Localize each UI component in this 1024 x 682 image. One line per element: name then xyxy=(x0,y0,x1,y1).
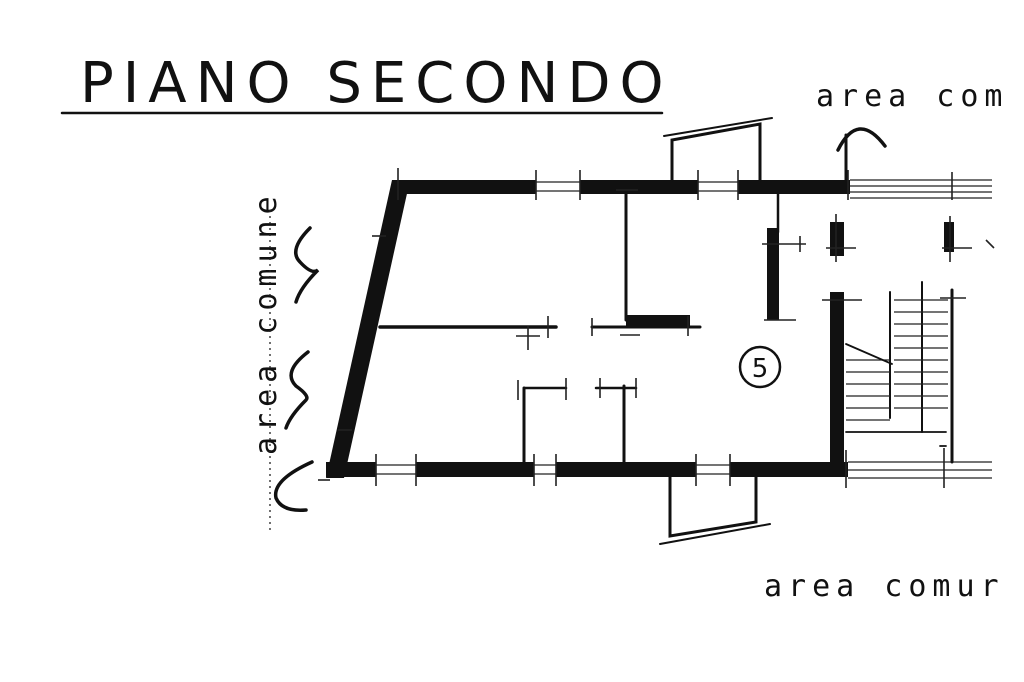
access-arrow-top xyxy=(836,127,887,152)
access-arrow-left-2 xyxy=(284,350,310,430)
access-arrow-left-3 xyxy=(273,460,314,512)
plan-title: PIANO SECONDO xyxy=(80,51,673,116)
wall-bottom-4 xyxy=(730,462,848,477)
balcony-bottom xyxy=(668,475,758,538)
area-label-left: area comune xyxy=(249,190,284,455)
wall-right xyxy=(830,292,844,477)
interior-wall-segment xyxy=(626,315,690,328)
wall-bottom-2 xyxy=(416,462,534,477)
unit-number: 5 xyxy=(752,354,769,384)
balcony-top-rail xyxy=(663,117,773,137)
access-arrow-left-1 xyxy=(294,226,320,304)
window-lines xyxy=(376,181,738,475)
wall-left-slanted xyxy=(326,180,410,478)
balcony-bottom-rail xyxy=(659,523,771,545)
wall-top-2 xyxy=(580,180,698,194)
unit-number-circle xyxy=(738,345,782,389)
stairwell xyxy=(845,179,992,479)
outer-walls xyxy=(326,180,850,478)
wall-top-1 xyxy=(396,180,536,194)
balcony-top xyxy=(670,122,762,182)
area-label-bottom-right: area comur xyxy=(764,569,1005,604)
construction-ticks xyxy=(318,168,995,488)
interior-walls xyxy=(378,192,954,464)
wall-bottom-3 xyxy=(556,462,696,477)
wall-top-3 xyxy=(738,180,850,194)
wall-bottom-1 xyxy=(326,462,376,477)
area-label-top-right: area com xyxy=(816,79,1009,114)
